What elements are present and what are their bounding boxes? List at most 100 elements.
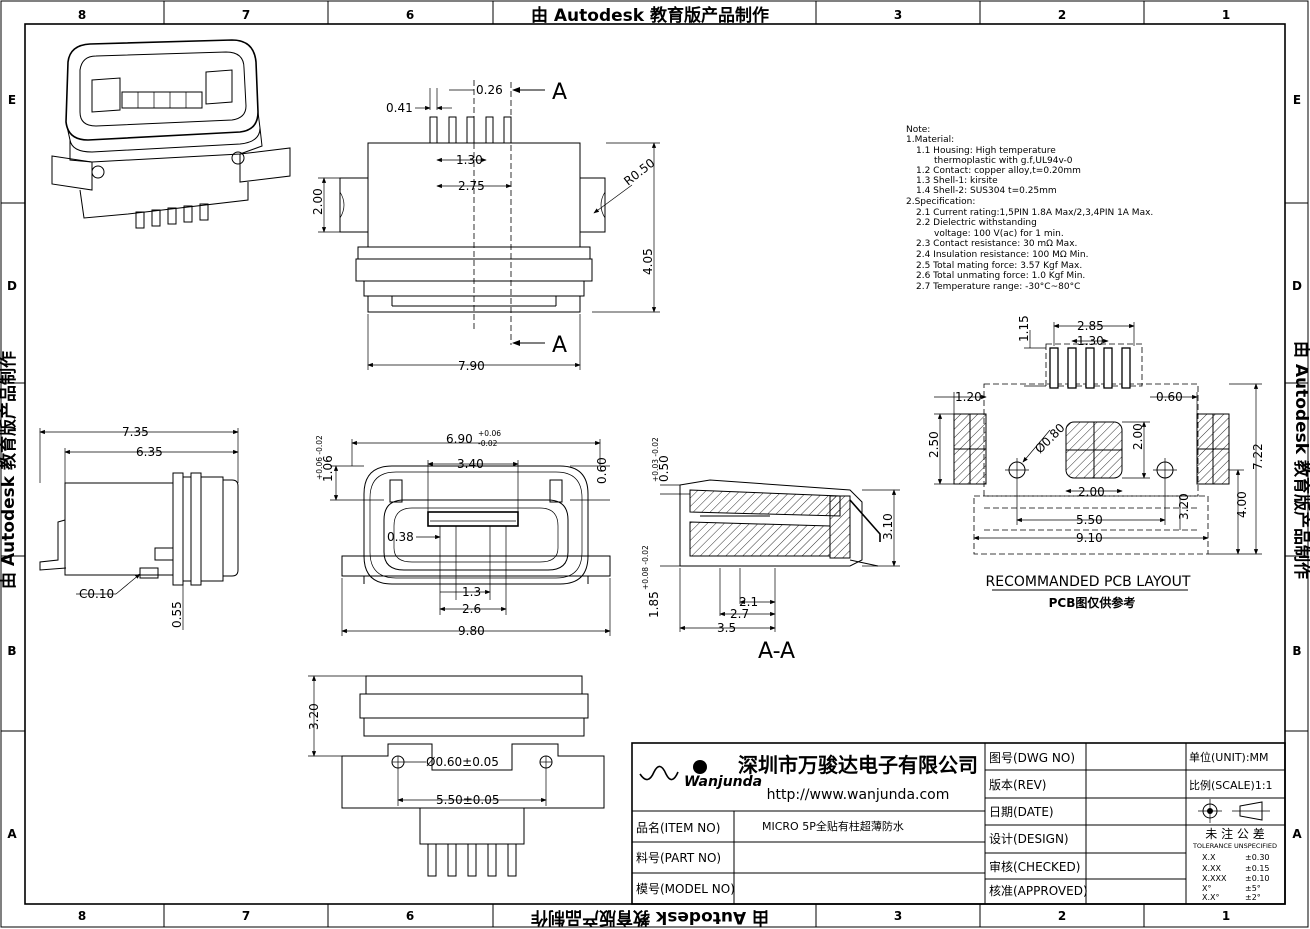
dim-c0-10: C0.10 (79, 587, 114, 601)
dim-2-6: 2.6 (462, 602, 481, 616)
dim-0-50: 0.50 (657, 455, 671, 482)
dim-9-80: 9.80 (458, 624, 485, 638)
pcb-dim-1-15: 1.15 (1017, 315, 1031, 342)
dim-3-40: 3.40 (457, 457, 484, 471)
zone-top-2: 2 (1058, 8, 1066, 22)
pcb-dim-3-20: 3.20 (1177, 493, 1191, 520)
zone-bottom-1: 1 (1222, 909, 1230, 923)
dim-1-30: 1.30 (456, 153, 483, 167)
isometric-view (51, 39, 291, 229)
zone-right-B: B (1292, 644, 1301, 658)
dim-3-5: 3.5 (717, 621, 736, 635)
section-title: A-A (758, 639, 795, 664)
tol-row-0-val: ±0.30 (1245, 853, 1270, 862)
watermark-bottom: 由 Autodesk 教育版产品制作 (531, 907, 769, 928)
dim-6-90-tol-up: +0.06 (478, 429, 501, 438)
rev-label: 版本(REV) (989, 778, 1047, 792)
item-no-label: 品名(ITEM NO) (636, 820, 720, 835)
zone-left-E: E (8, 93, 16, 107)
note-line-8: 2.1 Current rating:1,5PIN 1.8A Max/2,3,4… (916, 208, 1153, 218)
dim-2-00: 2.00 (311, 188, 325, 215)
unit-label: 单位(UNIT):MM (1189, 750, 1269, 764)
watermarks: 由 Autodesk 教育版产品制作 由 Autodesk 教育版产品制作 由 … (0, 5, 1310, 928)
dim-3-20: 3.20 (307, 703, 321, 730)
notes: Note: 1.Material: 1.1 Housing: High temp… (906, 125, 1153, 292)
zone-top-3: 3 (894, 8, 902, 22)
item-no-value: MICRO 5P全贴有柱超薄防水 (762, 819, 904, 833)
dim-2-75: 2.75 (458, 179, 485, 193)
zone-right-D: D (1292, 279, 1302, 293)
zone-top-6: 6 (406, 8, 414, 22)
dim-1-06: 1.06 (321, 455, 335, 482)
zone-right-E: E (1293, 93, 1301, 107)
dim-0-50-tol: +0.03 -0.02 (651, 437, 660, 482)
pcb-dim-2-00-v: 2.00 (1131, 423, 1145, 450)
pcb-dim-1-30: 1.30 (1077, 334, 1104, 348)
zone-bottom-3: 3 (894, 909, 902, 923)
side-view: 7.35 6.35 C0.10 0.55 (39, 425, 239, 630)
top-view: A A 0.41 0.26 1.30 2.75 R0.50 2.00 4.05 … (311, 80, 660, 373)
projection-symbol-icon (1198, 799, 1270, 823)
note-line-1: 1.Material: (906, 135, 954, 145)
note-line-13: 2.5 Total mating force: 3.57 Kgf Max. (916, 261, 1082, 271)
note-line-14: 2.6 Total unmating force: 1.0 Kgf Min. (916, 271, 1085, 281)
tol-row-1-key: X.XX (1202, 864, 1222, 873)
note-line-6: 1.4 Shell-2: SUS304 t=0.25mm (916, 186, 1057, 196)
note-line-11: 2.3 Contact resistance: 30 mΩ Max. (916, 239, 1077, 249)
zone-bottom-7: 7 (242, 909, 250, 923)
design-label: 设计(DESIGN) (989, 832, 1069, 846)
tol-row-2-key: X.XXX (1202, 874, 1227, 883)
dim-0-60: 0.60 (595, 457, 609, 484)
watermark-right: 由 Autodesk 教育版产品制作 (1291, 341, 1310, 579)
pcb-dim-4-00: 4.00 (1235, 491, 1249, 518)
dim-7-35: 7.35 (122, 425, 149, 439)
dim-1-3: 1.3 (462, 585, 481, 599)
company-name: 深圳市万骏达电子有限公司 (738, 753, 978, 777)
watermark-top: 由 Autodesk 教育版产品制作 (531, 5, 769, 26)
section-mark-bottom: A (552, 333, 567, 358)
company-url: http://www.wanjunda.com (767, 787, 950, 803)
pcb-dim-9-10: 9.10 (1076, 531, 1103, 545)
note-line-2: 1.1 Housing: High temperature (916, 146, 1056, 156)
pcb-dim-7-22: 7.22 (1251, 443, 1265, 470)
dim-6-90-tol-dn: -0.02 (478, 439, 498, 448)
pcb-dim-5-50: 5.50 (1076, 513, 1103, 527)
zone-left-B: B (7, 644, 16, 658)
pcb-dim-1-20: 1.20 (955, 390, 982, 404)
tol-row-3-key: X° (1202, 884, 1211, 893)
pcb-dim-2-00-h: 2.00 (1078, 485, 1105, 499)
zone-top-7: 7 (242, 8, 250, 22)
bottom-view: 3.20 Ø0.60±0.05 5.50±0.05 (307, 675, 605, 877)
dim-3-10: 3.10 (881, 513, 895, 540)
dim-2-7: 2.7 (730, 607, 749, 621)
pcb-dim-2-85: 2.85 (1077, 319, 1104, 333)
dim-4-05: 4.05 (641, 248, 655, 275)
checked-label: 审核(CHECKED) (989, 859, 1080, 874)
section-view: 0.50 +0.03 -0.02 3.10 1.85 +0.08 -0.02 2… (641, 437, 900, 664)
tol-row-3-val: ±5° (1245, 884, 1261, 893)
dim-7-90: 7.90 (458, 359, 485, 373)
dim-6-35: 6.35 (136, 445, 163, 459)
tol-row-2-val: ±0.10 (1245, 874, 1270, 883)
note-line-5: 1.3 Shell-1: kirsite (916, 176, 998, 186)
pcb-dim-0-60: 0.60 (1156, 390, 1183, 404)
pcb-title: RECOMMANDED PCB LAYOUT (986, 574, 1191, 590)
dim-r0-50: R0.50 (621, 156, 657, 189)
dim-1-85-tol: +0.08 -0.02 (641, 545, 650, 590)
note-line-4: 1.2 Contact: copper alloy,t=0.20mm (916, 166, 1081, 176)
model-no-label: 模号(MODEL NO) (636, 882, 735, 896)
zone-labels: 8 7 6 3 2 1 8 7 6 3 2 1 E D B A E D B A (7, 8, 1302, 923)
dwg-no-label: 图号(DWG NO) (989, 751, 1075, 765)
section-mark-top: A (552, 80, 567, 105)
dim-hole-0-60: Ø0.60±0.05 (426, 755, 499, 769)
zone-bottom-2: 2 (1058, 909, 1066, 923)
brand-name: Wanjunda (684, 774, 762, 790)
dim-0-41: 0.41 (386, 101, 413, 115)
zone-left-A: A (7, 827, 17, 841)
scale-label: 比例(SCALE)1:1 (1189, 778, 1273, 792)
zone-top-1: 1 (1222, 8, 1230, 22)
zone-left-D: D (7, 279, 17, 293)
pcb-dim-2-50: 2.50 (927, 431, 941, 458)
approved-label: 核准(APPROVED) (989, 884, 1088, 898)
